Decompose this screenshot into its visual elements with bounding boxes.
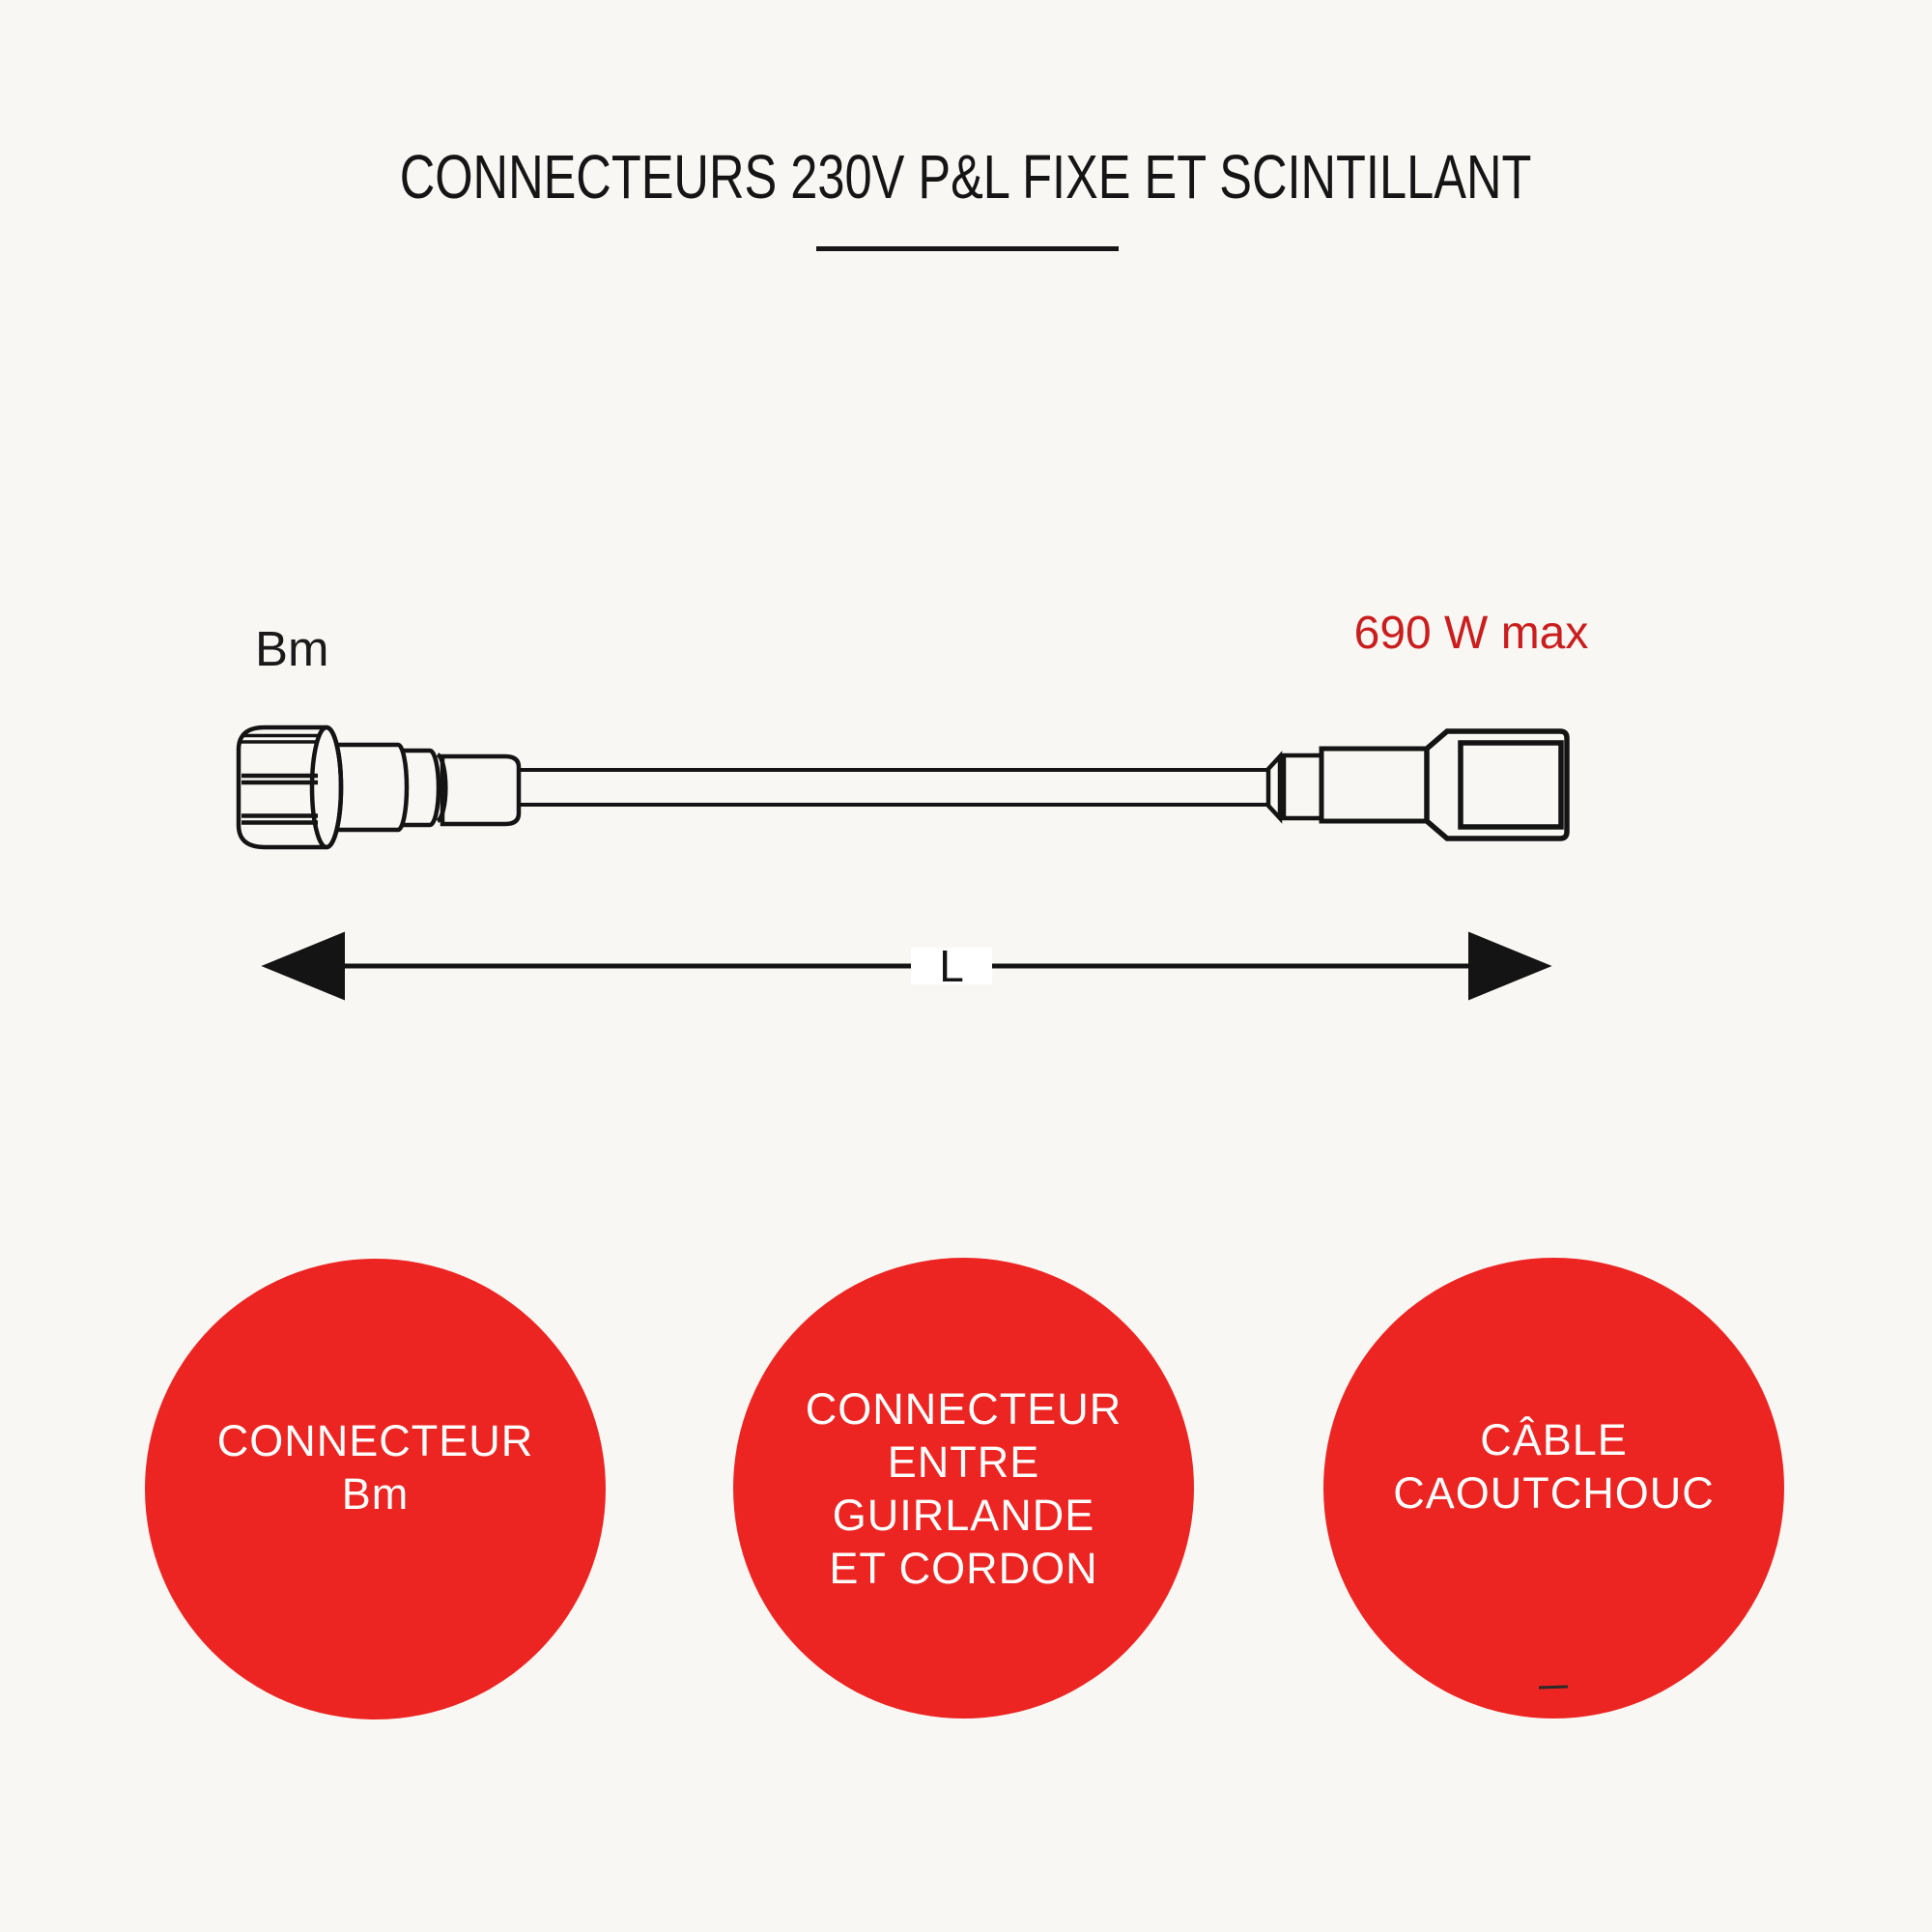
right-connector-drawing bbox=[1265, 728, 1570, 841]
right-connector-mid-body bbox=[1319, 746, 1430, 824]
right-connector-socket-opening bbox=[1458, 740, 1564, 830]
page-title-text: CONNECTEURS 230V P&L FIXE ET SCINTILLANT bbox=[400, 142, 1532, 212]
left-connector-drawing bbox=[236, 724, 522, 850]
connector-bm-label: Bm bbox=[255, 621, 329, 676]
legend-circle-line: ENTRE bbox=[887, 1436, 1040, 1487]
legend-circle-line: CONNECTEUR bbox=[805, 1383, 1122, 1434]
legend-circle-line: CAOUTCHOUC bbox=[1393, 1468, 1715, 1518]
right-connector-head bbox=[1424, 728, 1570, 841]
left-connector-collar-rim bbox=[436, 753, 448, 823]
length-label-box: L bbox=[911, 941, 992, 991]
length-arrow bbox=[261, 931, 1552, 1001]
max-power-label: 690 W max bbox=[1353, 608, 1589, 659]
legend-circle-line: GUIRLANDE bbox=[832, 1490, 1095, 1540]
length-arrow-left-head bbox=[261, 931, 345, 1001]
left-connector-cap-ridges bbox=[242, 733, 318, 825]
cable-lines bbox=[519, 768, 1268, 807]
legend-circle-cable-caoutchouc: CÂBLE CAOUTCHOUC bbox=[1323, 1258, 1784, 1719]
left-connector-collar bbox=[397, 748, 441, 828]
legend-circle-connecteur-guirlande: CONNECTEUR ENTRE GUIRLANDE ET CORDON bbox=[733, 1258, 1194, 1719]
legend-circle-line: ET CORDON bbox=[829, 1543, 1098, 1593]
legend-circle-line: CONNECTEUR bbox=[216, 1416, 534, 1465]
length-arrow-right-head bbox=[1468, 931, 1552, 1001]
legend-circle-line: CÂBLE bbox=[1480, 1415, 1628, 1464]
left-connector-end-piece bbox=[440, 753, 522, 827]
legend-circle-connecteur-bm: CONNECTEUR Bm bbox=[145, 1259, 606, 1719]
page-title: CONNECTEURS 230V P&L FIXE ET SCINTILLANT bbox=[0, 145, 1932, 209]
title-underline bbox=[816, 246, 1119, 251]
left-connector-body-cylinder bbox=[324, 742, 410, 833]
legend-circle-line: Bm bbox=[341, 1469, 410, 1519]
right-connector-strain-relief bbox=[1265, 751, 1283, 824]
left-connector-cap-face bbox=[309, 724, 344, 850]
left-connector-knurled-cap bbox=[236, 724, 344, 850]
length-label: L bbox=[939, 941, 964, 991]
right-connector-neck bbox=[1281, 753, 1324, 821]
